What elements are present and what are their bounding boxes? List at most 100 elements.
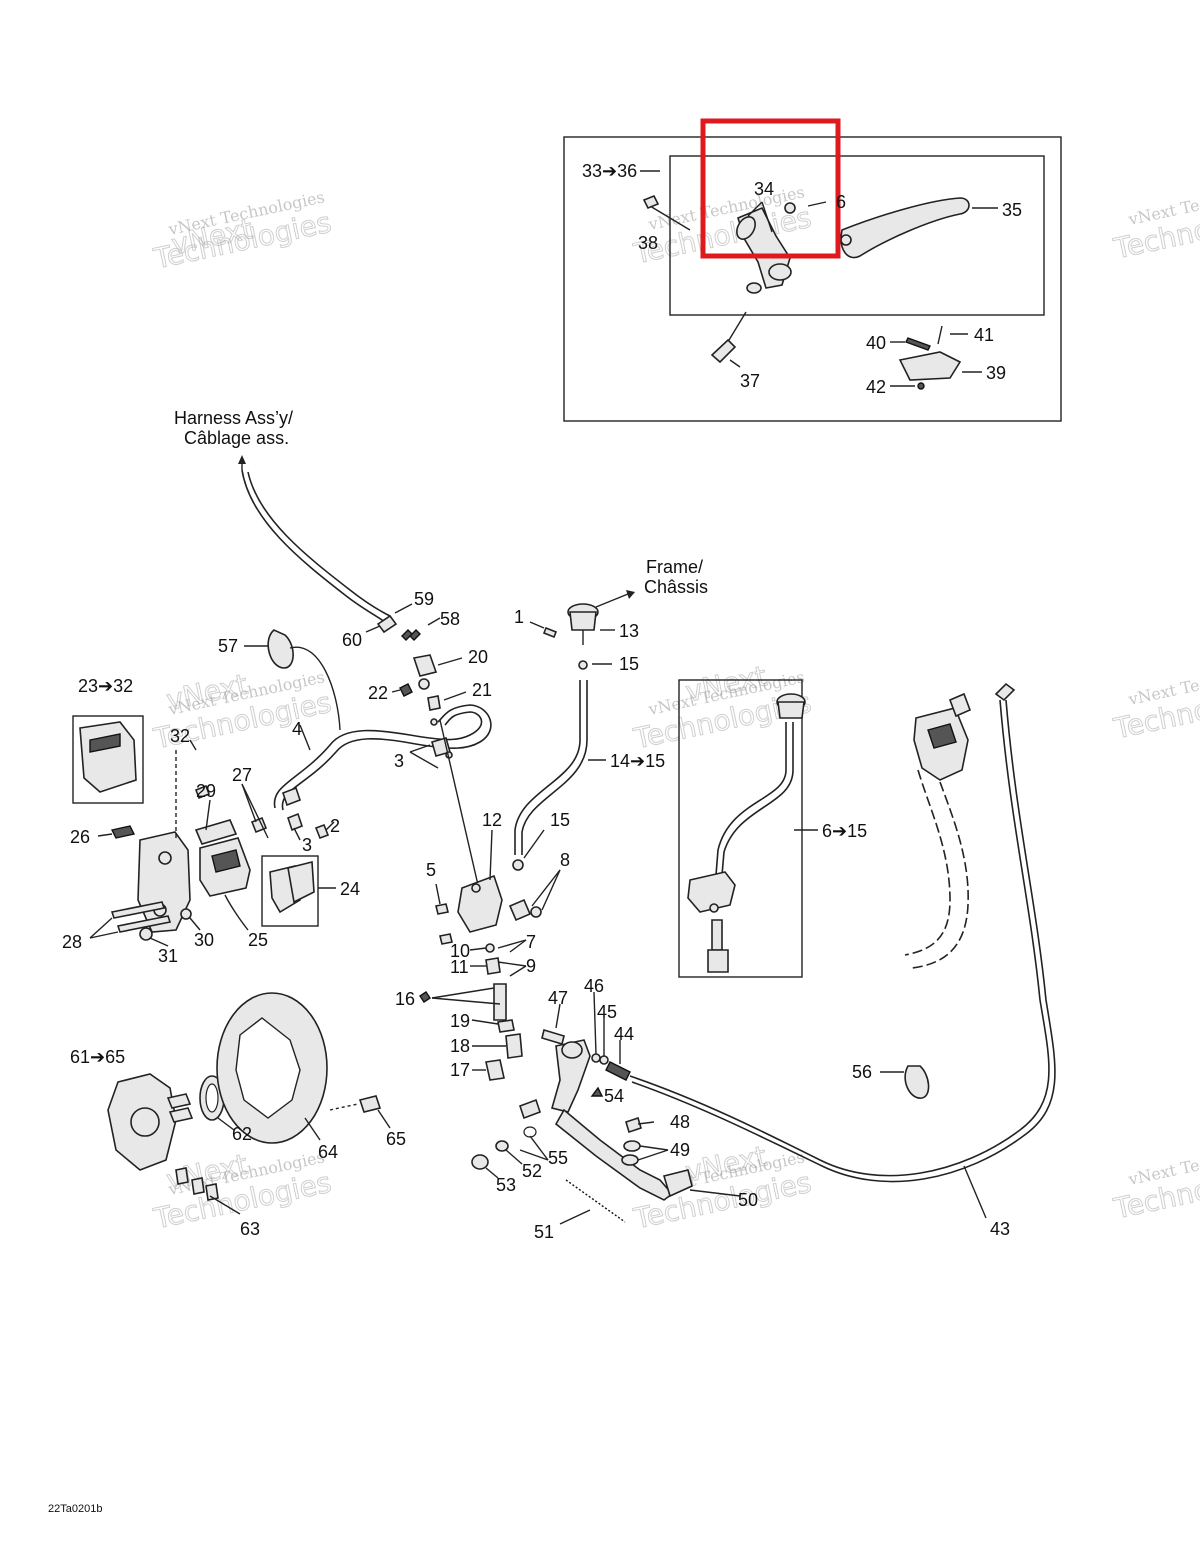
callout-14-15: 14➔15 — [610, 751, 665, 771]
leader — [559, 1209, 591, 1225]
callout-2: 2 — [330, 816, 340, 836]
brake-hose-4 — [273, 711, 483, 809]
washer-52 — [495, 1140, 509, 1152]
screw-1 — [542, 626, 558, 639]
leader — [637, 1149, 669, 1161]
caliper-top-29 — [194, 819, 238, 845]
callout-6-15: 6➔15 — [822, 821, 867, 841]
nut-19 — [497, 1019, 515, 1033]
switch-base — [418, 678, 430, 690]
ring-53 — [471, 1154, 489, 1170]
callout-37: 37 — [740, 371, 760, 391]
callout-27: 27 — [232, 765, 252, 785]
callout-56: 56 — [852, 1062, 872, 1082]
pedal-lever-50 — [554, 1108, 674, 1201]
reservoir-13 — [569, 611, 597, 631]
highlight-box — [700, 118, 841, 259]
right-arrow-icon — [626, 590, 635, 599]
callout-58: 58 — [440, 609, 460, 629]
pads-inset-frame — [261, 855, 319, 927]
callout-55: 55 — [548, 1148, 568, 1168]
leader — [325, 821, 335, 831]
cylinder-fitting — [746, 282, 762, 294]
hub-disc-group: 61➔65 62 64 65 63 — [70, 992, 406, 1239]
inset-outer-frame — [563, 136, 1062, 422]
clamp-15b — [512, 859, 524, 871]
callout-62: 62 — [232, 1124, 252, 1144]
brake-hose-group: 4 3 3 2 — [273, 704, 492, 855]
leader — [747, 201, 763, 217]
pedal-arm — [551, 1039, 591, 1113]
pedal-pivot — [561, 1041, 583, 1059]
leader — [963, 1165, 987, 1219]
leader — [725, 311, 747, 346]
leader — [431, 987, 495, 999]
lever-guard-39 — [898, 351, 962, 381]
bushing-31 — [139, 927, 153, 941]
washer — [430, 718, 438, 726]
screw-38-head — [642, 194, 660, 210]
hose-end — [281, 786, 302, 807]
clevis — [707, 949, 729, 973]
callout-59: 59 — [414, 589, 434, 609]
piston — [211, 849, 241, 873]
leader — [149, 937, 169, 947]
callout-53: 53 — [496, 1175, 516, 1195]
callout-13: 13 — [619, 621, 639, 641]
callout-34: 34 — [754, 179, 774, 199]
bolt-65 — [358, 1095, 382, 1113]
callout-4: 4 — [292, 719, 302, 739]
leader — [377, 1109, 391, 1129]
callout-54: 54 — [604, 1086, 624, 1106]
callout-17: 17 — [450, 1060, 470, 1080]
reservoir-group: 1 13 15 14➔15 15 — [512, 603, 665, 871]
caliper-assembly-icon — [79, 721, 137, 793]
pin-28a — [110, 901, 166, 919]
washer-30 — [180, 908, 192, 920]
callout-3-upper: 3 — [394, 751, 404, 771]
callout-12: 12 — [482, 810, 502, 830]
screw-38-shaft — [649, 205, 691, 231]
callout-33-36: 33➔36 — [582, 161, 637, 181]
leader — [509, 965, 527, 977]
pin-17 — [485, 1059, 505, 1081]
washer-55 — [523, 1126, 537, 1138]
leader — [519, 1149, 549, 1161]
callout-25: 25 — [248, 930, 268, 950]
callout-65: 65 — [386, 1129, 406, 1149]
leader — [224, 894, 249, 931]
bolt — [709, 903, 719, 913]
callout-43: 43 — [990, 1219, 1010, 1239]
nut-49a — [623, 1140, 641, 1152]
hub-center — [130, 1107, 160, 1137]
connecting-line — [439, 719, 479, 886]
callout-57: 57 — [218, 636, 238, 656]
callout-19: 19 — [450, 1011, 470, 1031]
tie-strap-57 — [267, 629, 294, 669]
bracket-hole — [158, 851, 172, 865]
banjo-lower — [287, 812, 303, 832]
brake-pedal-group: 47 46 45 44 54 48 49 55 52 53 50 51 — [471, 976, 758, 1242]
bushing — [518, 1098, 542, 1120]
clip-26 — [110, 825, 136, 839]
callout-47: 47 — [548, 988, 568, 1008]
callout-39: 39 — [986, 363, 1006, 383]
callout-28: 28 — [62, 932, 82, 952]
leader — [529, 1135, 549, 1161]
caliper-detail — [89, 733, 121, 753]
seal-11 — [485, 957, 501, 975]
hub-studs — [166, 1093, 194, 1123]
bolt-5b — [439, 933, 453, 945]
leader — [241, 783, 269, 839]
bolt-5a — [435, 903, 449, 915]
callout-63: 63 — [240, 1219, 260, 1239]
spring-44 — [605, 1061, 631, 1081]
callout-20: 20 — [468, 647, 488, 667]
inset-frame — [678, 679, 803, 978]
callout-11: 11 — [450, 957, 469, 977]
frame-note-en: Frame/ — [646, 557, 703, 577]
fitting-21 — [427, 695, 441, 711]
callout-49: 49 — [670, 1140, 690, 1160]
callout-1: 1 — [514, 607, 524, 627]
pin-28b — [116, 915, 172, 933]
